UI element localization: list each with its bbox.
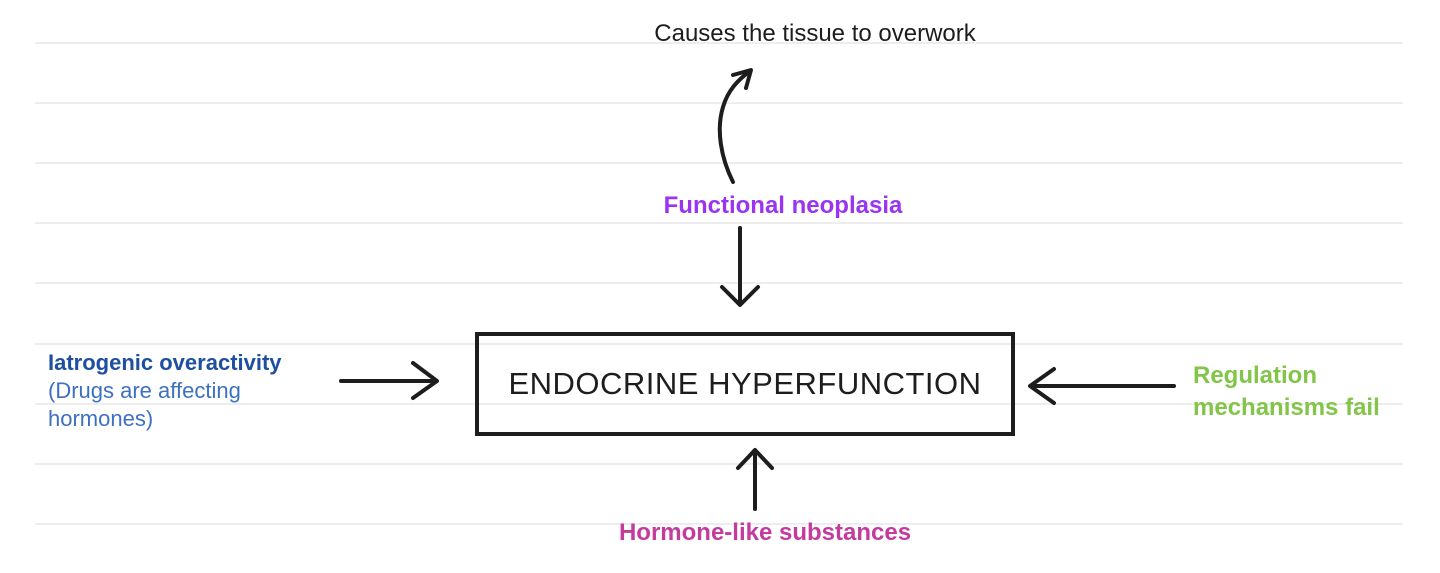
down-arrow-neoplasia-to-center-icon — [720, 226, 760, 307]
regulation-line2: mechanisms fail — [1193, 394, 1380, 421]
ruled-line — [35, 42, 1403, 44]
iatrogenic-overactivity-subtitle-line1: (Drugs are affecting — [48, 378, 241, 403]
endocrine-hyperfunction-label: ENDOCRINE HYPERFUNCTION — [508, 366, 982, 401]
functional-neoplasia-label: Functional neoplasia — [663, 192, 903, 219]
right-arrow-iatrogenic-to-center-icon — [339, 361, 439, 400]
iatrogenic-overactivity-block: Iatrogenic overactivity (Drugs are affec… — [48, 349, 282, 433]
ruled-line — [35, 162, 1403, 164]
top-note-label: Causes the tissue to overwork — [654, 20, 976, 47]
regulation-mechanisms-block: Regulation mechanisms fail — [1193, 360, 1380, 424]
curved-arrow-neoplasia-to-overwork-icon — [717, 69, 752, 184]
ruled-line — [35, 523, 1403, 525]
ruled-line — [35, 463, 1403, 465]
iatrogenic-overactivity-title: Iatrogenic overactivity — [48, 350, 282, 375]
hormone-like-substances-label: Hormone-like substances — [618, 519, 912, 546]
up-arrow-hormone-to-center-icon — [736, 448, 774, 511]
curved-arrow-head-icon — [731, 68, 753, 90]
regulation-line1: Regulation — [1193, 362, 1317, 389]
ruled-line — [35, 222, 1403, 224]
endocrine-hyperfunction-box: ENDOCRINE HYPERFUNCTION — [475, 332, 1015, 436]
ruled-line — [35, 403, 1403, 405]
iatrogenic-overactivity-subtitle-line2: hormones) — [48, 406, 154, 431]
ruled-line — [35, 282, 1403, 284]
ruled-line — [35, 102, 1403, 104]
left-arrow-regulation-to-center-icon — [1028, 367, 1176, 405]
ruled-line — [35, 343, 1403, 345]
